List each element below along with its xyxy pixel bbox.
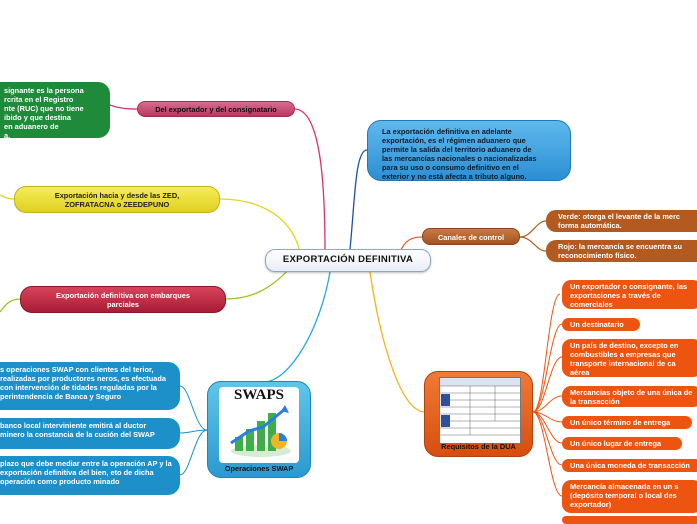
req-item-termino-entrega[interactable]: Un único término de entrega — [562, 416, 692, 429]
node-line: las mercancías nacionales o nacionalizad… — [382, 154, 537, 163]
req-item-pais-destino[interactable]: Un país de destino, excepto en combustib… — [562, 339, 697, 377]
node-line: banco local interviniente emitirá al — [0, 421, 122, 430]
dua-form-image — [439, 377, 521, 444]
node-line: Mercancías objeto de una única — [570, 388, 682, 397]
node-line: tidades reguladas por la — [71, 383, 157, 392]
node-line: terior, realizadas por productores — [0, 365, 154, 383]
node-line: en aduanero de — [4, 122, 59, 131]
node-line: para su uso o consumo definitivo en el — [382, 163, 519, 172]
canales-control-node[interactable]: Canales de control — [422, 228, 520, 245]
req-item-mercancias[interactable]: Mercancías objeto de una única de la tra… — [562, 386, 697, 407]
req-item-destinatario[interactable]: Un destinatario — [562, 318, 640, 331]
node-line: exportador) — [570, 500, 612, 509]
node-line: nte (RUC) que no tiene — [4, 104, 84, 113]
canal-rojo-node[interactable]: Rojo: la mercancía se encuentra su recon… — [546, 240, 697, 262]
node-line: signante es la persona — [4, 86, 84, 95]
exportador-consignatario-node[interactable]: Del exportador y del consignatario — [137, 101, 295, 117]
node-line: Rojo: la mercancía se encuentra su — [558, 242, 683, 251]
bar-chart-icon — [230, 405, 291, 457]
swap-item-banco[interactable]: banco local interviniente emitirá al duc… — [0, 418, 180, 449]
node-line: a. — [4, 131, 11, 140]
operaciones-swap-node[interactable]: SWAPS Operaciones SWAP — [207, 381, 311, 478]
swaps-image — [219, 387, 299, 463]
node-line: rcrita en el Registro — [4, 95, 74, 104]
node-line: ibido y que destina — [4, 113, 71, 122]
central-topic-label: EXPORTACIÓN DEFINITIVA — [282, 254, 414, 265]
node-line: las exportaciones a través de — [570, 282, 688, 300]
node-line: forma automática. — [558, 221, 622, 230]
swap-item-plazo[interactable]: plazo que debe mediar entre la operación… — [0, 456, 180, 495]
node-label: Operaciones SWAP — [224, 464, 294, 473]
req-item-almacenada[interactable]: Mercancía almacenada en un s (depósito t… — [562, 480, 697, 513]
node-line: de la transacción — [570, 388, 693, 406]
node-line: comerciales — [570, 300, 613, 309]
node-line: Un destinatario — [570, 320, 624, 329]
node-line: Verde: otorga el levante de la merc — [558, 212, 680, 221]
node-line: Exportación hacia y desde las ZED, — [54, 191, 180, 200]
node-label: Requisitos de la DUA — [441, 442, 516, 451]
node-line: cución del SWAP — [94, 430, 155, 439]
node-line: Exportación definitiva con embarques — [56, 291, 190, 300]
node-label: Del exportador y del consignatario — [155, 105, 277, 114]
node-line: permite la salida del territorio aduaner… — [382, 145, 532, 154]
node-line: transporte internacional de ca — [570, 359, 676, 368]
node-line: aérea — [570, 368, 590, 377]
req-item-partial[interactable] — [562, 516, 697, 524]
node-line: exportación, es el régimen aduanero que — [382, 136, 526, 145]
node-line: AP y la exportación definitiva del bien, — [0, 459, 172, 477]
zed-export-node[interactable]: Exportación hacia y desde las ZED, ZOFRA… — [14, 186, 220, 213]
node-line: s operaciones SWAP con clientes del — [0, 365, 131, 374]
node-line: perintendencia de Banca y Seguro — [0, 392, 122, 401]
node-line: reconocimiento físico. — [558, 251, 637, 260]
node-line: Un exportador o consignante, — [570, 282, 675, 291]
swap-item-clientes[interactable]: s operaciones SWAP con clientes del teri… — [0, 362, 180, 410]
node-line: Una única moneda de transacción — [570, 461, 690, 470]
swaps-title: SWAPS — [233, 387, 285, 403]
node-line: neros, es efectuada con intervención de — [0, 374, 166, 392]
requisitos-dua-node[interactable]: Requisitos de la DUA — [424, 371, 533, 457]
node-line: minado — [93, 477, 120, 486]
node-line: Un único lugar de entrega — [570, 439, 662, 448]
embarques-parciales-node[interactable]: Exportación definitiva con embarques par… — [20, 286, 226, 313]
node-line: Mercancía almacenada en un s — [570, 482, 679, 491]
node-line: eto de dicha operación como producto — [0, 468, 154, 486]
consignatario-definition-node[interactable]: signante es la persona rcrita en el Regi… — [0, 82, 110, 140]
node-line: (depósito temporal o local des — [570, 491, 677, 500]
node-line: ZOFRATACNA o ZEEDEPUNO — [64, 200, 170, 209]
definition-node[interactable]: La exportación definitiva en adelante ex… — [367, 120, 571, 181]
node-line: Un único término de entrega — [570, 418, 671, 427]
node-line: plazo que debe mediar entre la operación — [0, 459, 146, 468]
node-line: Un país de destino, excepto en — [570, 341, 679, 350]
central-topic[interactable]: EXPORTACIÓN DEFINITIVA — [265, 249, 431, 272]
dua-form-icon — [440, 378, 520, 436]
req-item-exportador[interactable]: Un exportador o consignante, las exporta… — [562, 280, 697, 309]
node-line: La exportación definitiva en adelante — [382, 127, 512, 136]
node-label: Canales de control — [437, 233, 505, 242]
node-line: ductor minero la constancia de la — [0, 421, 147, 439]
canal-verde-node[interactable]: Verde: otorga el levante de la merc form… — [546, 210, 697, 232]
node-line: combustibles a empresas que — [570, 350, 676, 359]
req-item-moneda[interactable]: Una única moneda de transacción — [562, 459, 697, 472]
req-item-lugar-entrega[interactable]: Un único lugar de entrega — [562, 437, 682, 450]
node-line: exterior y no está afecta a tributo algu… — [382, 172, 527, 181]
node-line: parciales — [106, 300, 140, 309]
